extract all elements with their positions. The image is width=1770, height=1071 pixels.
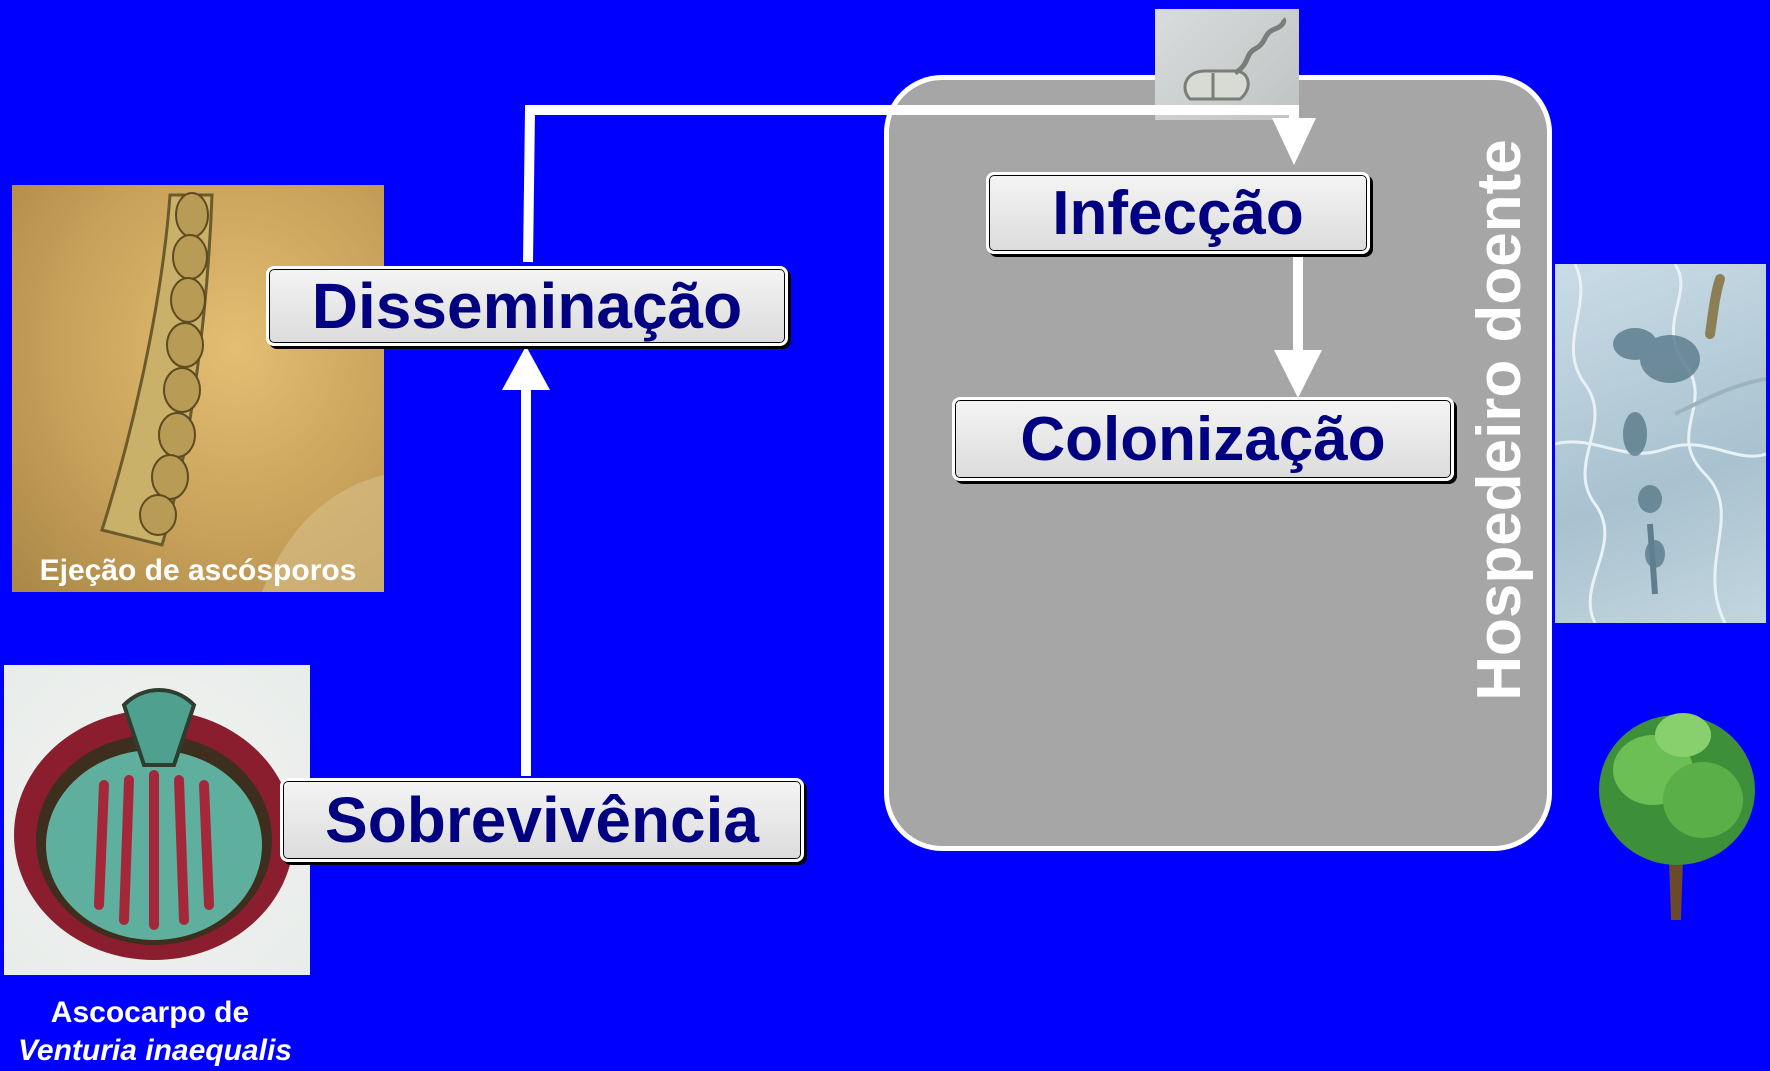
host-panel-label: Hospedeiro doente xyxy=(1465,139,1534,701)
ascocarp-photo xyxy=(4,665,310,975)
ascocarp-caption-line1: Ascocarpo de xyxy=(50,996,250,1029)
ascospore-photo-caption: Ejeção de ascósporos xyxy=(39,554,357,587)
stage-disseminacao: Disseminação xyxy=(266,266,788,346)
arrowhead-disseminacao xyxy=(502,346,550,390)
germinating-spore-photo xyxy=(1155,9,1299,120)
ascus-photo xyxy=(12,185,384,592)
hyphae-on-leaf-photo xyxy=(1555,264,1766,623)
stage-infeccao: Infecção xyxy=(986,172,1370,254)
stage-sobrevivencia: Sobrevivência xyxy=(280,778,804,862)
ascocarp-caption-line2: Venturia inaequalis xyxy=(18,1034,292,1067)
stage-colonizacao: Colonização xyxy=(952,397,1454,481)
